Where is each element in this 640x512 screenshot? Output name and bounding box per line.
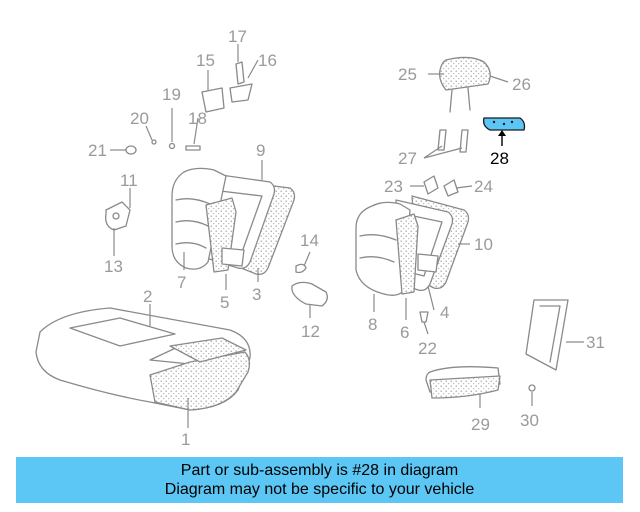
callout-16: 16 xyxy=(258,51,277,70)
hooks-23-24 xyxy=(423,175,459,197)
callout-11: 11 xyxy=(120,171,138,190)
callout-5: 5 xyxy=(220,293,229,312)
callout-2: 2 xyxy=(143,287,152,306)
callout-18: 18 xyxy=(188,109,207,128)
callout-24: 24 xyxy=(474,177,493,196)
callout-23: 23 xyxy=(384,177,403,196)
callout-17: 17 xyxy=(228,27,247,46)
callout-labels: 1 2 3 4 5 6 7 8 9 10 11 12 13 14 15 16 1… xyxy=(88,27,605,449)
callout-7: 7 xyxy=(177,273,186,292)
callout-28: 28 xyxy=(490,149,509,168)
callout-1: 1 xyxy=(181,430,190,449)
callout-19: 19 xyxy=(162,85,181,104)
callout-4: 4 xyxy=(440,303,449,322)
left-seatback xyxy=(171,167,296,276)
callout-22: 22 xyxy=(418,339,437,358)
latch-12 xyxy=(291,263,328,307)
callout-29: 29 xyxy=(471,415,490,434)
callout-6: 6 xyxy=(400,323,409,342)
callout-26: 26 xyxy=(512,75,531,94)
callout-13: 13 xyxy=(104,257,123,276)
panel-31 xyxy=(525,299,569,371)
callout-31: 31 xyxy=(586,333,605,352)
callout-3: 3 xyxy=(252,285,261,304)
callout-14: 14 xyxy=(300,231,319,250)
callout-8: 8 xyxy=(368,315,377,334)
part-28-highlighted[interactable] xyxy=(482,117,526,131)
callout-27: 27 xyxy=(398,149,417,168)
callout-12: 12 xyxy=(301,322,320,341)
right-seatback xyxy=(355,195,470,296)
callout-10: 10 xyxy=(474,235,493,254)
banner-line-part: Part or sub-assembly is #28 in diagram xyxy=(180,462,459,479)
callout-15: 15 xyxy=(196,51,215,70)
parts-diagram: 1 2 3 4 5 6 7 8 9 10 11 12 13 14 15 16 1… xyxy=(35,27,605,449)
headrest xyxy=(437,56,491,153)
bracket-11 xyxy=(105,201,131,231)
callout-20: 20 xyxy=(130,109,149,128)
callout-21: 21 xyxy=(88,141,107,160)
box-29 xyxy=(425,366,501,399)
banner-line-disclaimer: Diagram may not be specific to your vehi… xyxy=(164,481,475,498)
leader-lines xyxy=(110,44,584,428)
washer-30 xyxy=(528,384,536,392)
info-banner: Part or sub-assembly is #28 in diagram D… xyxy=(16,457,623,503)
callout-30: 30 xyxy=(520,411,539,430)
callout-9: 9 xyxy=(256,141,265,160)
seat-cushion xyxy=(35,307,251,411)
callout-25: 25 xyxy=(398,65,417,84)
clip-22 xyxy=(419,311,429,323)
hardware-15-21 xyxy=(125,61,253,155)
